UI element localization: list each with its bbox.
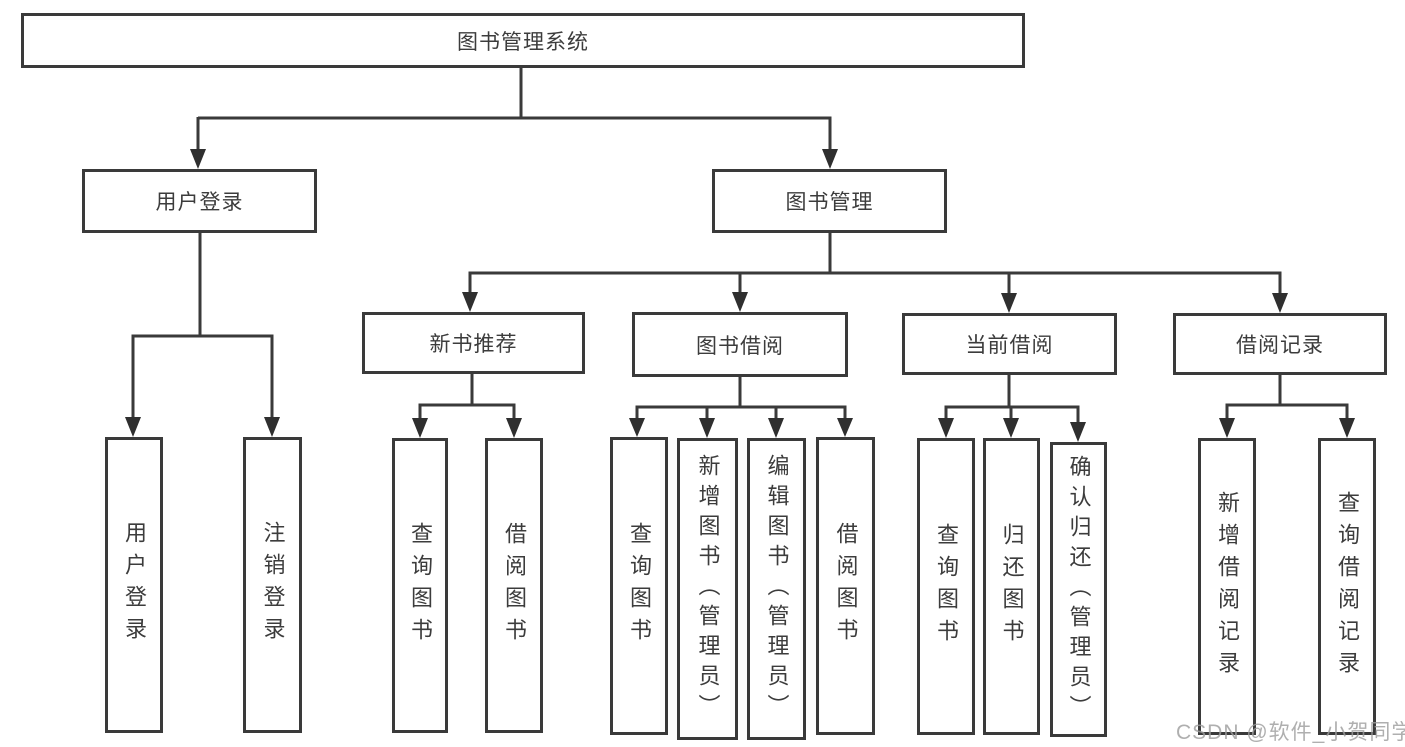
leaf-query-borrow-record: 查询借阅记录 — [1318, 438, 1376, 735]
node-root: 图书管理系统 — [21, 13, 1025, 68]
node-current-borrowing: 当前借阅 — [902, 313, 1117, 375]
leaf-borrow-book-recommend: 借阅图书 — [485, 438, 543, 733]
leaf-add-borrow-record-label: 新增借阅记录 — [1215, 490, 1240, 683]
arrowheads — [125, 149, 1355, 442]
leaf-borrow-book: 借阅图书 — [816, 437, 875, 735]
node-borrowing-records-label: 借阅记录 — [1236, 334, 1324, 357]
leaf-query-book-current: 查询图书 — [917, 438, 975, 735]
csdn-watermark: CSDN @软件_小贺同学 — [1176, 721, 1405, 744]
leaf-edit-book-admin: 编辑图书（管理员） — [747, 438, 806, 740]
leaf-query-book-borrowing: 查询图书 — [610, 437, 668, 735]
node-user-login-label: 用户登录 — [155, 191, 244, 214]
node-book-borrowing-label: 图书借阅 — [696, 334, 784, 358]
leaf-confirm-return-admin-label: 确认归还（管理员） — [1066, 454, 1092, 725]
leaf-query-book-recommend: 查询图书 — [392, 438, 448, 733]
node-book-management-label: 图书管理 — [785, 191, 874, 214]
leaf-borrow-book-label: 借阅图书 — [833, 522, 859, 650]
leaf-add-borrow-record: 新增借阅记录 — [1198, 438, 1256, 735]
leaf-query-book-current-label: 查询图书 — [934, 522, 959, 651]
node-user-login: 用户登录 — [82, 169, 317, 233]
leaf-edit-book-admin-label: 编辑图书（管理员） — [764, 454, 790, 724]
leaf-query-borrow-record-label: 查询借阅记录 — [1335, 490, 1360, 683]
node-new-book-recommend-label: 新书推荐 — [429, 333, 518, 356]
node-book-borrowing: 图书借阅 — [632, 312, 848, 377]
node-current-borrowing-label: 当前借阅 — [965, 334, 1054, 357]
leaf-confirm-return-admin: 确认归还（管理员） — [1050, 442, 1107, 737]
node-book-management: 图书管理 — [712, 169, 947, 233]
leaf-add-book-admin: 新增图书（管理员） — [677, 438, 738, 740]
leaf-logout-label: 注销登录 — [260, 521, 286, 649]
leaf-add-book-admin-label: 新增图书（管理员） — [695, 454, 721, 724]
leaf-user-login: 用户登录 — [105, 437, 163, 733]
leaf-user-login-label: 用户登录 — [122, 521, 147, 649]
node-new-book-recommend: 新书推荐 — [362, 312, 585, 374]
leaf-return-book-label: 归还图书 — [999, 522, 1025, 651]
leaf-borrow-book-recommend-label: 借阅图书 — [502, 521, 527, 650]
leaf-query-book-recommend-label: 查询图书 — [408, 521, 433, 650]
leaf-query-book-borrowing-label: 查询图书 — [627, 522, 652, 650]
leaf-logout: 注销登录 — [243, 437, 302, 733]
node-root-label: 图书管理系统 — [457, 30, 589, 54]
node-borrowing-records: 借阅记录 — [1173, 313, 1387, 375]
leaf-return-book: 归还图书 — [983, 438, 1040, 735]
